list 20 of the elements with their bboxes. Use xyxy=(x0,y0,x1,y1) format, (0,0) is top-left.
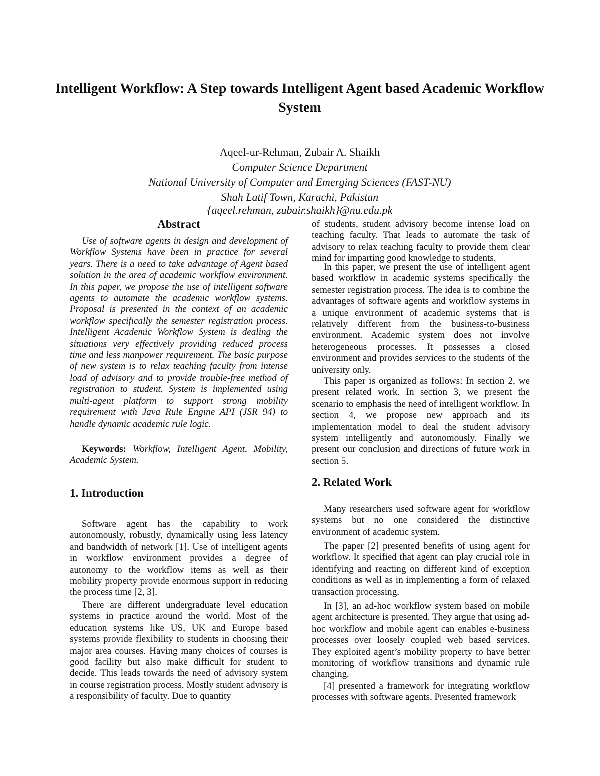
section-heading: 2. Related Work xyxy=(312,477,393,489)
paragraph: [4] presented a framework for integrating workflow processes with software agents. Presented framework xyxy=(312,681,530,704)
keywords-line: Keywords: Workflow, Intelligent Agent, Mobility, Academic System. xyxy=(70,444,288,467)
section-heading: 1. Introduction xyxy=(70,488,145,500)
paper-title: Intelligent Workflow: A Step towards Intelligent Agent based Academic Workflow System xyxy=(54,81,546,118)
paragraph: In this paper, we present the use of intelligent agent based workflow in academic systems specifically the semester registration process. The idea is to combine the advantages of software agents and workflow systems in a unique environment of academic systems that is relatively different from the business-to-business environment. Academic system does not involve heterogeneous processes. It possesses a closed environment and provides services to the students of the university only. xyxy=(312,262,530,376)
author-names: Aqeel-ur-Rehman, Zubair A. Shaikh xyxy=(218,147,382,160)
paragraph: Many researchers used software agent for workflow systems but no one considered the distinctive environment of academic system. xyxy=(312,504,530,538)
university: National University of Computer and Emerging Sciences (FAST-NU) xyxy=(148,177,452,190)
paragraph: This paper is organized as follows: In section 2, we present related work. In section 3, we present the scenario to emphasis the need of intelligent workflow. In section 4, we propose new approach and its implementation model to deal the student advisory system intelligently and autonomously. Finally we present our conclusion and directions of future work in section 5. xyxy=(312,376,530,468)
department: Computer Science Department xyxy=(231,162,369,175)
section-heading: Abstract xyxy=(156,219,202,231)
paragraph: Software agent has the capability to work autonomously, robustly, dynamically using less latency and bandwidth of network [1]. Use of intelligent agents in workflow environment provides a degree of autonomy to the workflow items as well as their mobility property provide enormous support in reducing the process time [2, 3]. xyxy=(70,519,288,599)
paragraph: There are different undergraduate level education systems in practice around the world. Most of the education systems like US, UK and Europe based systems provide flexibility to students in choosing their major area courses. Having many choices of courses is good facility but also make difficult for student to decide. This leads towards the need of advisory system in course registration process. Mostly student advisory is a responsibility of faculty. Due to quantity xyxy=(70,600,288,703)
email-address: {aqeel.rehman, zubair.shaikh}@nu.edu.pk xyxy=(206,205,394,218)
abstract-text: Use of software agents in design and development of Workflow Systems have been in practice for several years. There is a need to take advantage of Agent based solution in the area of academic workflow environment. In this paper, we propose the use of intelligent software agents to automate the academic workflow systems. Proposal is presented in the context of an academic workflow specifically the semester registration process. Intelligent Academic Workflow System is dealing the situations very effectively providing reduced process time and less manpower requirement. The basic purpose of new system is to relax teaching faculty from intense load of advisory and to provide trouble-free method of registration to student. System is implemented using multi-agent platform to support strong mobility requirement with Java Rule Engine API (JSR 94) to handle dynamic academic rule logic. xyxy=(70,236,288,430)
address: Shah Latif Town, Karachi, Pakistan xyxy=(220,192,380,205)
paragraph: of students, student advisory become intense load on teaching faculty. That leads to automate the task of advisory to relax teaching faculty to provide them clear mind for imparting good knowledge to students. xyxy=(312,219,530,264)
paragraph: The paper [2] presented benefits of using agent for workflow. It specified that agent can play crucial role in identifying and reacting on different kind of exception conditions as well as in implementing a form of relaxed transaction processing. xyxy=(312,541,530,598)
paragraph: In [3], an ad-hoc workflow system based on mobile agent architecture is presented. They argue that using ad-hoc workflow and mobile agent can enables e-business processes over loosely coupled web based services. They exploited agent’s mobility property to have better monitoring of workflow transitions and dynamic rule changing. xyxy=(312,601,530,681)
